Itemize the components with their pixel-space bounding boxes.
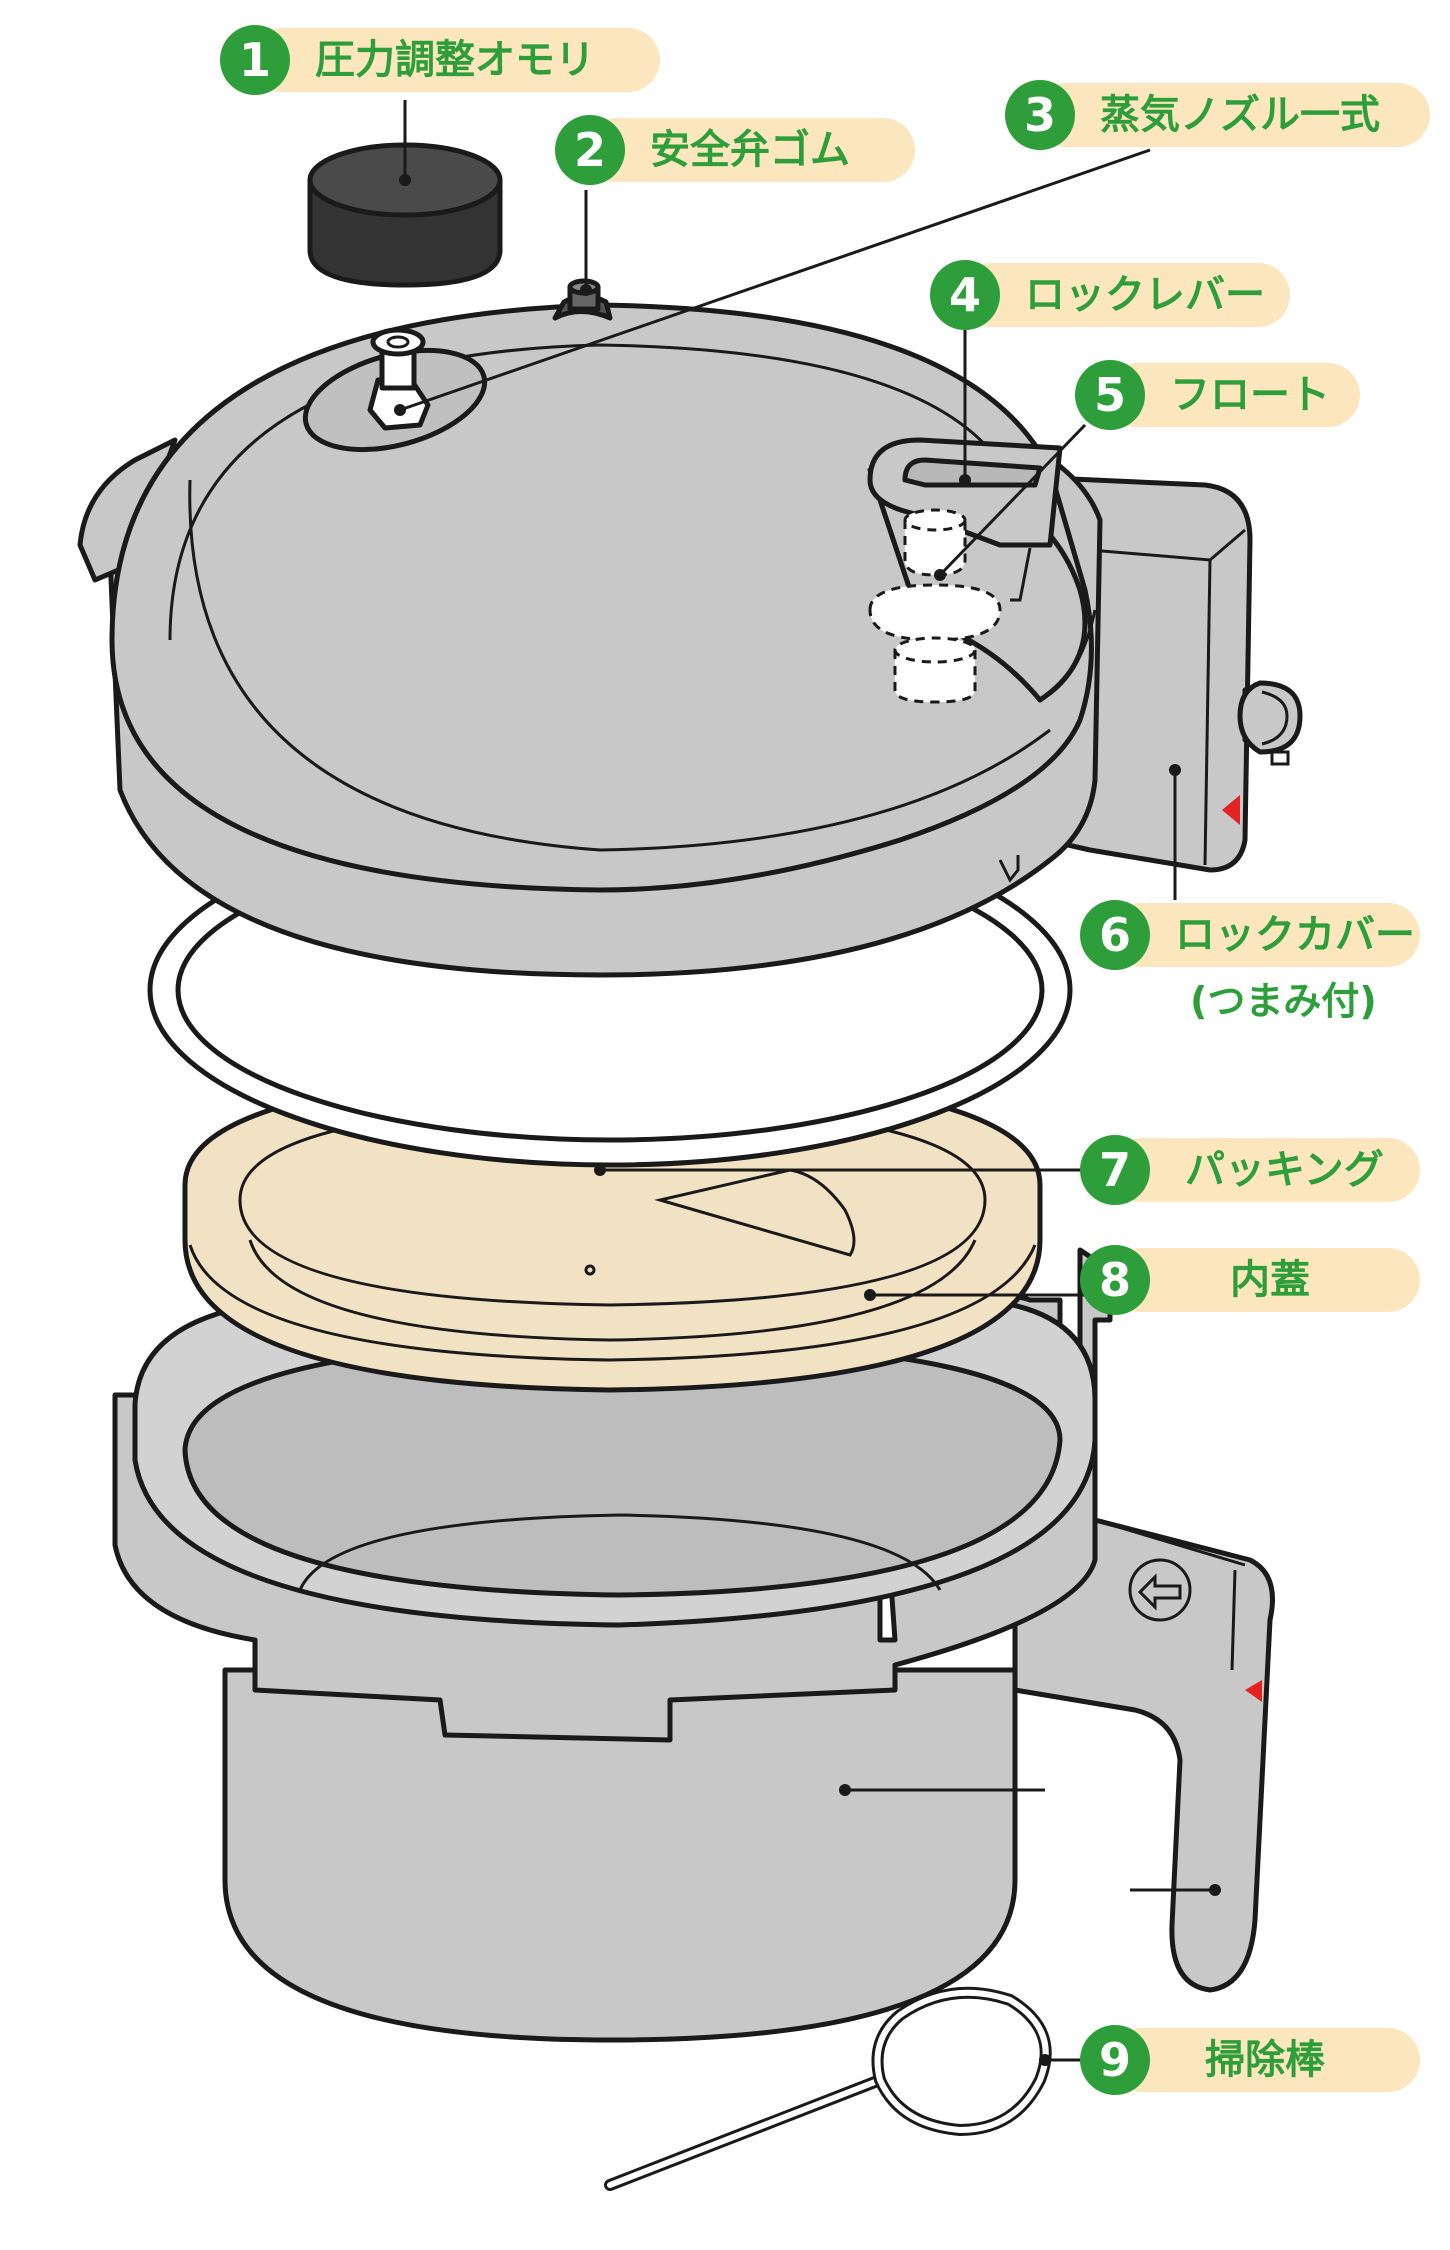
label-2-bg [585, 118, 915, 182]
label-3: 3 蒸気ノズル一式 [1005, 80, 1430, 150]
label-7-number: 7 [1080, 1135, 1150, 1205]
label-9-number: 9 [1080, 2025, 1150, 2095]
label-6: 6 ロックカバー [1080, 900, 1420, 970]
label-1-bg [250, 28, 660, 92]
label-6-sublabel: (つまみ付) [1190, 979, 1377, 1023]
label-1-number: 1 [220, 25, 290, 95]
label-4: 4 ロックレバー [930, 260, 1290, 330]
label-8-bg [1110, 1248, 1420, 1312]
label-5-number: 5 [1075, 360, 1145, 430]
label-1: 1 圧力調整オモリ [220, 25, 660, 95]
label-2: 2 安全弁ゴム [555, 115, 915, 185]
steam-nozzle [367, 327, 431, 431]
label-4-text: ロックレバー [1025, 272, 1265, 318]
lid-side-handle [77, 437, 178, 583]
label-8: 8 内蓋 [1080, 1245, 1420, 1315]
label-5: 5 フロート [1075, 360, 1360, 430]
inner-lid [182, 1067, 1043, 1393]
label-7-text: パッキング [1185, 1147, 1384, 1193]
float-hidden [868, 508, 1002, 704]
cleaning-rod [604, 1986, 1052, 2191]
label-4-bg [960, 263, 1290, 327]
label-9: 9 掃除棒 [1080, 2025, 1420, 2095]
label-5-bg [1105, 363, 1360, 427]
label-3-bg [1035, 83, 1430, 147]
label-2-number: 2 [555, 115, 625, 185]
label-6-bg [1110, 903, 1420, 967]
lock-cover-red-mark [1222, 795, 1240, 825]
label-8-number: 8 [1080, 1245, 1150, 1315]
pot-handle [1012, 1517, 1275, 1993]
label-6-text: ロックカバー [1175, 912, 1415, 958]
label-8-text: 内蓋 [1230, 1257, 1310, 1303]
label-6-number: 6 [1080, 900, 1150, 970]
label-5-text: フロート [1170, 372, 1330, 418]
label-7: 7 パッキング [1080, 1135, 1420, 1205]
pot-inner-bottom [298, 1513, 942, 1591]
label-3-number: 3 [1005, 80, 1075, 150]
lock-knob [1237, 680, 1303, 766]
label-9-bg [1110, 2028, 1420, 2092]
handle-arrow-icon [1128, 1558, 1192, 1622]
handle-red-mark [1245, 1680, 1262, 1702]
label-4-number: 4 [930, 260, 1000, 330]
label-9-text: 掃除棒 [1205, 2037, 1325, 2083]
label-1-text: 圧力調整オモリ [315, 37, 595, 83]
label-2-text: 安全弁ゴム [650, 127, 850, 173]
label-7-bg [1110, 1138, 1420, 1202]
main-lid [77, 278, 1303, 978]
label-3-text: 蒸気ノズル一式 [1100, 92, 1380, 138]
leader-lines [394, 100, 1221, 2066]
pot-wall [222, 1667, 1018, 2043]
